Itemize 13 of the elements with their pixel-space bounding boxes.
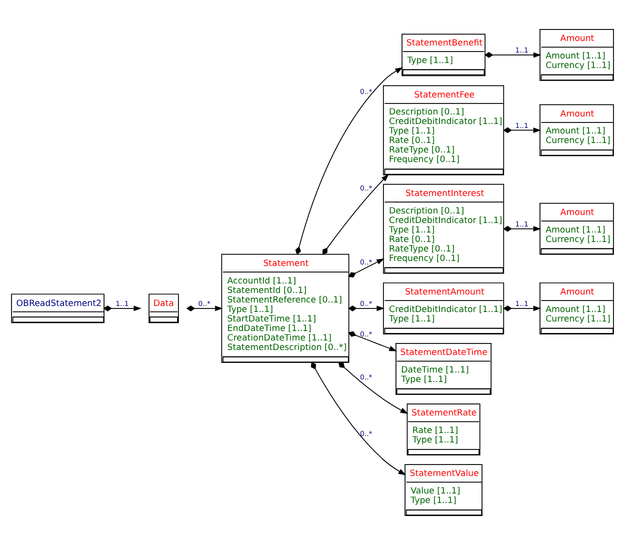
arrow: [295, 67, 403, 255]
arrow: [186, 305, 223, 312]
arrow: [103, 305, 142, 312]
arrow: [322, 174, 389, 255]
arrow: [503, 305, 542, 312]
arrow: [310, 362, 406, 476]
arrow: [484, 52, 542, 58]
arrow: [503, 226, 542, 232]
arrow: [348, 258, 384, 278]
arrow: [348, 331, 398, 352]
arrow: [338, 362, 408, 414]
arrow: [503, 127, 542, 134]
arrow: [348, 305, 384, 312]
